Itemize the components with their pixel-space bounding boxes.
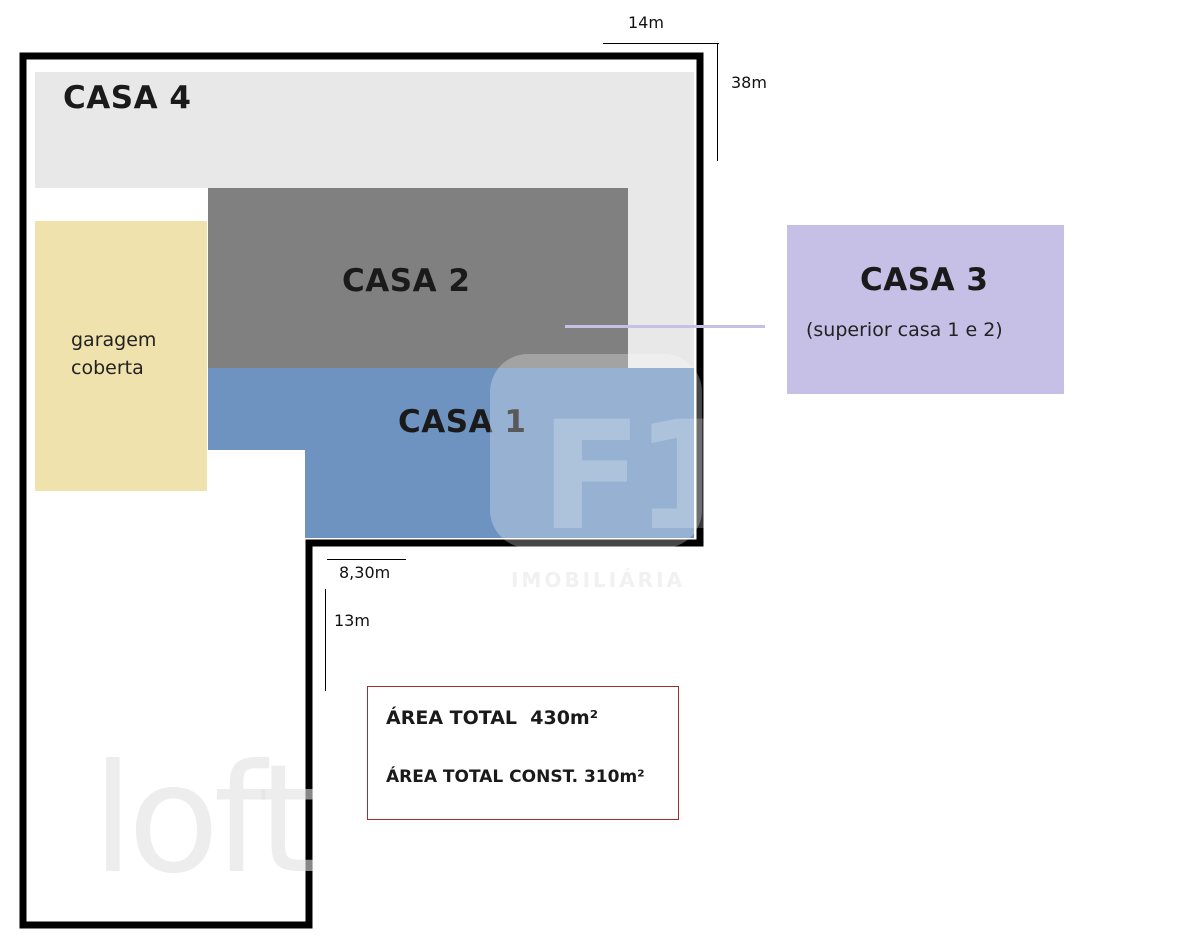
casa-4-zone-right-strip	[628, 188, 694, 368]
dimension-38m-label: 38m	[731, 73, 767, 92]
garagem-zone	[35, 221, 207, 491]
dimension-13m-line	[325, 589, 326, 691]
area-const-label: ÁREA TOTAL CONST. 310m²	[386, 767, 645, 787]
casa-3-connector-line	[565, 325, 765, 328]
casa-4-zone	[35, 72, 694, 188]
casa-2-label: CASA 2	[342, 263, 471, 299]
dimension-830m-line	[327, 559, 406, 560]
garagem-label: garagem coberta	[71, 326, 156, 382]
casa-3-label: CASA 3	[860, 262, 989, 298]
dimension-14m-label: 14m	[628, 13, 664, 32]
garagem-label-line1: garagem	[71, 329, 157, 351]
f1-watermark-caption: IMOBILIÁRIA	[510, 568, 685, 592]
casa-1-zone	[208, 368, 694, 450]
casa-1-zone-lower	[305, 450, 694, 538]
casa-3-sublabel: (superior casa 1 e 2)	[806, 319, 1003, 341]
dimension-13m-label: 13m	[334, 611, 370, 630]
dimension-830m-label: 8,30m	[339, 563, 391, 582]
casa-1-label: CASA 1	[398, 404, 527, 440]
casa-2-zone	[208, 188, 628, 368]
garagem-label-line2: coberta	[71, 357, 144, 379]
casa-4-label: CASA 4	[63, 80, 192, 116]
dimension-14m-line	[603, 43, 719, 44]
f1-watermark-logo	[490, 354, 702, 548]
loft-watermark: loft	[92, 733, 316, 907]
dimension-38m-line	[717, 43, 718, 161]
f1-watermark-text: F1	[540, 390, 739, 564]
area-summary-box	[367, 686, 679, 820]
casa-3-zone	[787, 225, 1064, 394]
area-total-label: ÁREA TOTAL 430m²	[386, 707, 599, 729]
